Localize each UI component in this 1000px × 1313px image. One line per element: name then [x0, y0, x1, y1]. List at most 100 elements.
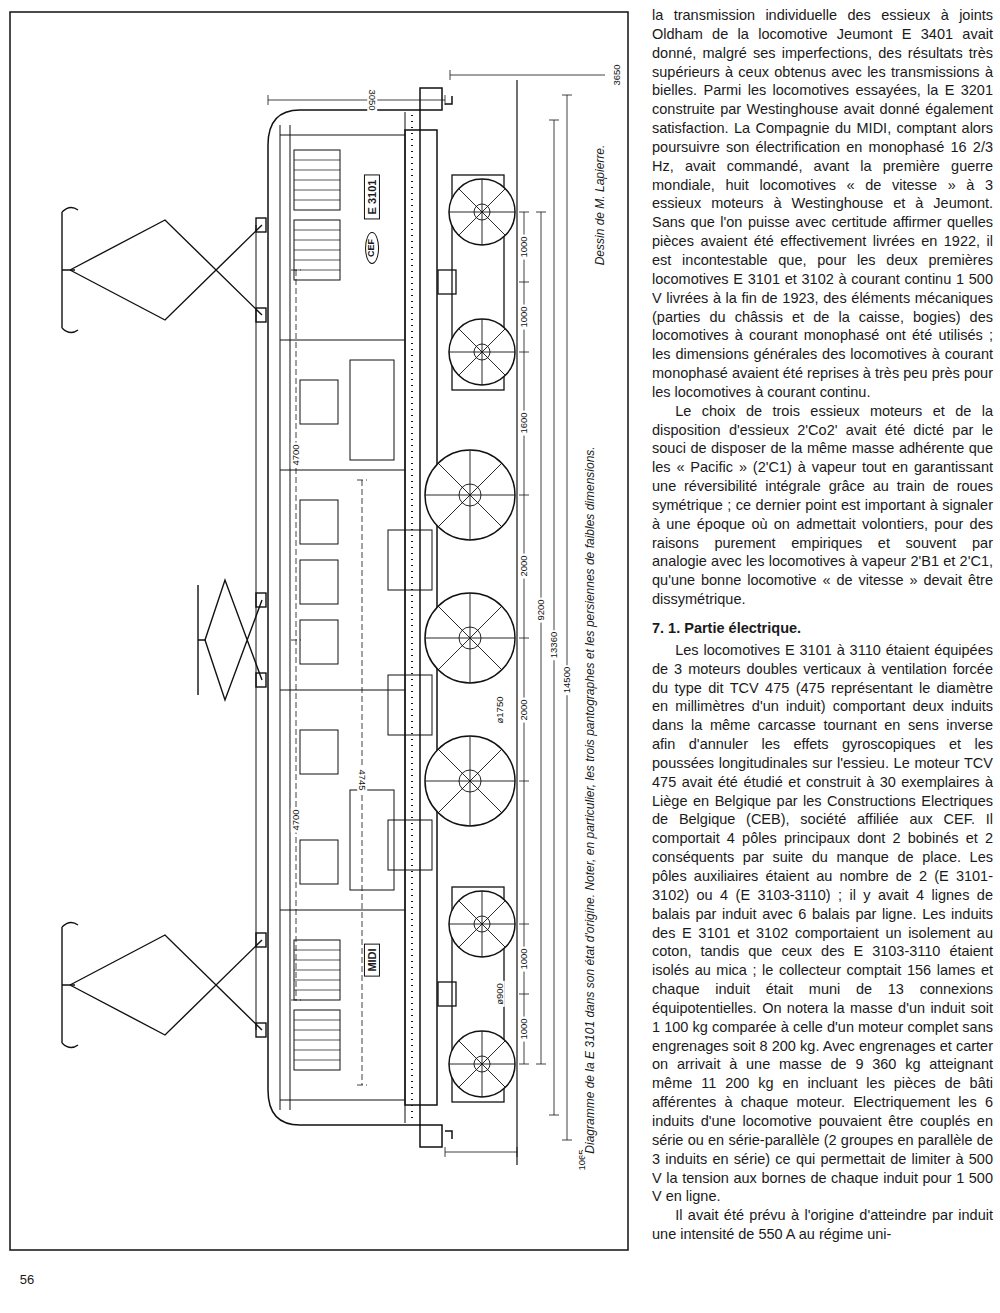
wheel-spokes [459, 484, 481, 506]
wheel-spokes [459, 770, 481, 792]
dimension-line [519, 212, 529, 1064]
dimension-line [536, 212, 546, 1064]
locomotive-body [280, 112, 405, 1123]
pantograph [256, 225, 257, 1030]
body-paragraph: Les locomotives E 3101 à 3110 étaient éq… [652, 641, 993, 1206]
text-column: la transmission individuelle des essieux… [652, 6, 993, 1244]
dimension-value: 4745 [357, 767, 367, 792]
locomotive-body [294, 160, 340, 270]
wheel-spokes [449, 1031, 515, 1097]
wheel-spokes [474, 1056, 490, 1072]
dimension-value: 3650 [612, 62, 622, 87]
locomotive-body [300, 840, 338, 884]
pantograph [256, 218, 266, 232]
wheel-spokes [425, 179, 515, 1097]
locomotive-body [300, 560, 338, 604]
plate-text: CEF [366, 239, 376, 257]
wheel-spokes [449, 319, 515, 385]
page-number: 56 [20, 1272, 34, 1287]
pantograph [62, 922, 78, 1047]
dimension-line [450, 70, 605, 80]
bogie [438, 270, 456, 294]
locomotive-body [350, 360, 394, 460]
dimension-line [291, 270, 301, 1000]
rail-line [516, 80, 517, 1165]
locomotive-body [268, 110, 420, 1125]
wheel-spokes [459, 627, 481, 649]
locomotive-body [268, 110, 420, 1125]
pantograph [70, 935, 262, 1035]
locomotive-body [350, 790, 394, 890]
dimension-line [268, 70, 605, 1157]
wheel [449, 1031, 515, 1097]
dimension-value: 2000 [519, 553, 529, 578]
number-plate: E 3101 [364, 175, 380, 220]
figure-frame [10, 12, 628, 1250]
dimension-value: 13360 [549, 630, 559, 660]
wheel [449, 179, 515, 245]
wheel-spokes [449, 891, 515, 957]
wheel-spokes [425, 593, 515, 683]
underframe [420, 1125, 442, 1147]
section-heading: 7. 1. Partie électrique. [652, 619, 993, 638]
wheel-spokes [425, 736, 515, 826]
dimension-value: 1000 [519, 1016, 529, 1041]
diameter-value: ø900 [495, 981, 505, 1007]
rail-line [516, 80, 517, 1165]
dimension-value: 1000 [519, 304, 529, 329]
dimension-line [549, 120, 559, 1115]
underframe [388, 675, 432, 735]
locomotive-body [294, 950, 340, 1060]
dimension-value: 2000 [519, 697, 529, 722]
dimension-value: 1000 [519, 234, 529, 259]
dimension-line [562, 95, 572, 1140]
wheel [449, 319, 515, 385]
pantograph [256, 1023, 266, 1037]
body-paragraph: la transmission individuelle des essieux… [652, 6, 993, 402]
company-emblem: CEF [365, 232, 379, 264]
locomotive-body [280, 135, 405, 1100]
figure-caption: Diagramme de la E 3101 dans son état d'o… [583, 443, 597, 1156]
wheel-spokes [449, 179, 515, 245]
locomotive-body [300, 380, 338, 424]
body-paragraph: Il avait été prévu à l'origine d'atteind… [652, 1206, 993, 1244]
pantograph [256, 593, 266, 607]
locomotive-body [300, 500, 338, 544]
dimension-line [268, 95, 445, 105]
dimension-value: 3050 [367, 87, 377, 112]
pantograph [62, 207, 266, 1047]
wheel [425, 593, 515, 683]
diameter-value: ø1750 [495, 695, 505, 726]
dimension-value: 1000 [519, 946, 529, 971]
figure-frame [10, 12, 628, 1250]
company-plate: MIDI [364, 943, 380, 976]
dimension-line [357, 480, 367, 1085]
pantograph [256, 933, 266, 947]
dimension-value: 14500 [562, 665, 572, 695]
bogie [438, 982, 456, 1006]
wheel [425, 736, 515, 826]
dimension-value: 9200 [536, 597, 546, 622]
dimension-value: 4700 [291, 807, 301, 832]
plate-text: E 3101 [366, 180, 378, 215]
locomotive-body [300, 730, 338, 774]
wheel-spokes [474, 344, 490, 360]
pantograph [256, 308, 266, 322]
wheel [425, 179, 515, 1097]
pantograph [62, 207, 78, 332]
dimension-line [445, 1147, 517, 1157]
underframe [388, 530, 432, 590]
locomotive-body [300, 620, 338, 664]
locomotive-body [411, 115, 413, 1120]
wheel [425, 450, 515, 540]
wheel-spokes [425, 450, 515, 540]
pantograph [198, 585, 206, 695]
underframe [420, 88, 442, 110]
body-paragraph: Le choix de trois essieux moteurs et de … [652, 402, 993, 609]
drawing-credit: Dessin de M. Lapierre. [593, 143, 607, 268]
pantograph [205, 580, 262, 700]
wheel-spokes [474, 204, 490, 220]
wheel [449, 891, 515, 957]
dimension-value: 4700 [291, 442, 301, 467]
